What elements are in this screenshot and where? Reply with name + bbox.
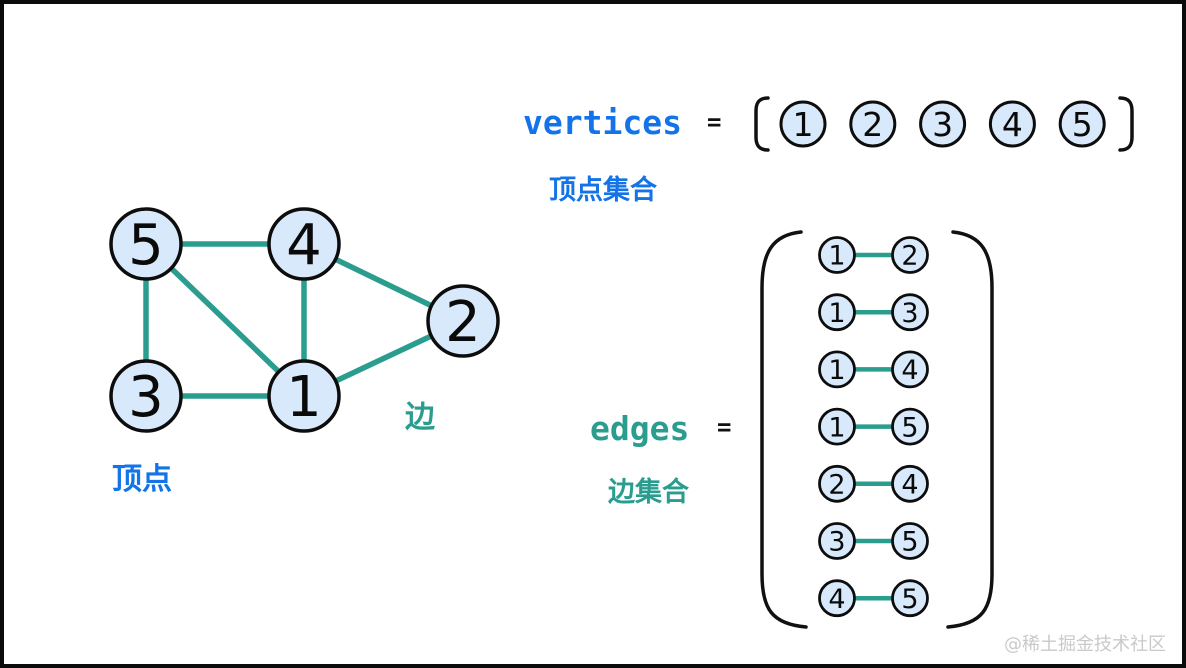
edge-pair-node-label: 4 <box>901 470 918 501</box>
edge-pair-node-label: 4 <box>828 584 845 615</box>
edge-pair-node <box>891 293 929 332</box>
edge-set-figure: 1 2 1 3 1 4 1 5 2 4 3 5 4 5 <box>760 230 994 629</box>
edge-pair-node <box>891 522 929 560</box>
edge-pair-node <box>818 407 856 446</box>
graph-node-label: 2 <box>445 290 481 355</box>
edge-pair-node <box>891 350 929 389</box>
edge-pair-node <box>818 293 856 332</box>
edge-pair-node <box>818 579 856 618</box>
edge-pair-node-label: 5 <box>901 527 918 558</box>
edge-pair-node <box>818 236 856 274</box>
edge-callout-label: 边 <box>405 400 435 435</box>
vertex-set-node <box>1058 100 1106 148</box>
edge-pair-node-label: 5 <box>901 412 918 443</box>
edge-pair-node-label: 5 <box>901 584 918 615</box>
edge-pair-node-label: 3 <box>901 298 918 329</box>
vertex-set-node-label: 5 <box>1072 105 1093 144</box>
vertex-set-node-label: 3 <box>932 105 953 144</box>
left-bracket <box>754 96 770 152</box>
edge-pair-node <box>891 407 929 446</box>
vertex-callout-label: 顶点 <box>112 462 172 497</box>
right-bracket <box>946 230 994 629</box>
vertices-label: vertices <box>523 103 682 142</box>
vertex-set-caption: 顶点集合 <box>549 175 657 206</box>
vertex-set-node-label: 1 <box>793 105 814 144</box>
graph-node <box>267 207 341 281</box>
watermark: @稀土掘金技术社区 <box>1004 634 1166 655</box>
graph-node-label: 1 <box>286 365 322 430</box>
edges-equals-sign: = <box>717 413 732 441</box>
graph-node <box>109 359 183 433</box>
graph-node <box>426 284 500 358</box>
vertex-set-node <box>988 100 1036 148</box>
graph-node <box>267 359 341 433</box>
edge-pair-node-label: 1 <box>828 298 845 329</box>
vertex-set-node-label: 4 <box>1002 105 1023 144</box>
vertex-set-node <box>779 100 827 148</box>
vertex-set-node <box>849 100 897 148</box>
edge-set-caption: 边集合 <box>608 477 689 508</box>
edge-pair-node <box>891 579 929 618</box>
vertex-set-node <box>919 100 967 148</box>
left-bracket <box>760 230 808 629</box>
edge-pair-node-label: 2 <box>901 241 918 272</box>
edge-pair-node <box>891 464 929 503</box>
edge-pair-node <box>891 236 929 274</box>
right-bracket <box>1118 96 1134 152</box>
graph-node-label: 4 <box>286 213 322 278</box>
vertex-set-node-label: 2 <box>862 105 883 144</box>
edge-pair-node <box>818 350 856 389</box>
graph-node-label: 3 <box>128 365 164 430</box>
vertices-equals-sign: = <box>707 108 722 136</box>
edge-pair-node-label: 1 <box>828 355 845 386</box>
edge-pair-node-label: 4 <box>901 355 918 386</box>
edge-pair-node-label: 2 <box>828 470 845 501</box>
graph-figure: 5 4 2 3 1 <box>109 207 500 433</box>
edge-pair-node-label: 3 <box>828 527 845 558</box>
edge-pair-node-label: 1 <box>828 241 845 272</box>
vertex-set-figure: 1 2 3 4 5 <box>754 96 1134 152</box>
edge-pair-node <box>818 522 856 560</box>
edge-pair-node <box>818 464 856 503</box>
edge-pair-node-label: 1 <box>828 412 845 443</box>
graph-node <box>109 207 183 281</box>
graph-node-label: 5 <box>128 213 164 278</box>
edges-label: edges <box>590 409 690 448</box>
